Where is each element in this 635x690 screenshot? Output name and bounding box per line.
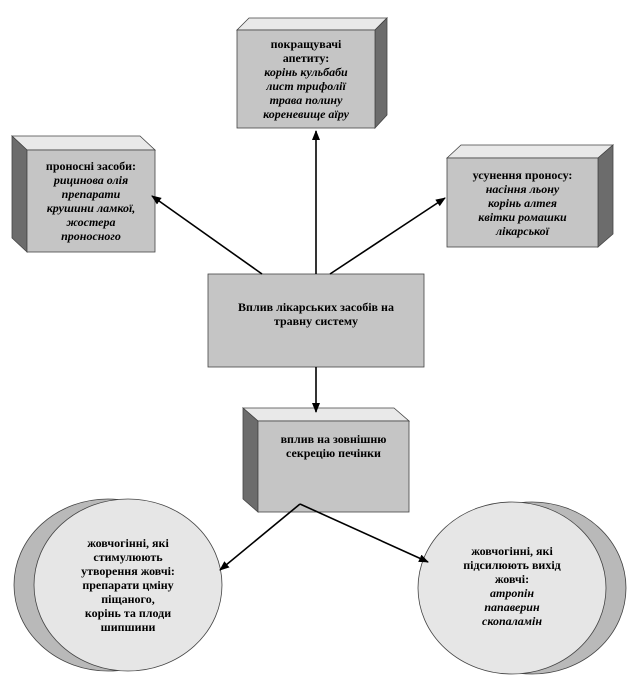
laxatives-box-shape (10, 135, 157, 253)
choleretic-line: жовчогінні, які (87, 536, 169, 550)
laxatives-node: проносні засоби: рицинова олія препарати… (27, 150, 155, 252)
laxatives-item: рицинова олія (53, 173, 129, 187)
cholekinetic-item: скопаламін (482, 614, 542, 628)
cholekinetic-item: папаверин (484, 600, 540, 614)
choleretic-disc-shape (13, 498, 223, 672)
cholekinetic-disc-shape (417, 501, 627, 675)
appetite-title-line1: покращувачі (270, 37, 342, 51)
antidiarrheal-node: усунення проносу: насіння льону корінь а… (447, 158, 598, 247)
appetite-title-line2: апетиту: (282, 51, 330, 65)
laxatives-title: проносні засоби: (45, 159, 137, 173)
antidiarrheal-item: квітки ромашки (478, 209, 567, 224)
antidiarrheal-box-shape (445, 144, 615, 248)
appetite-box-shape (236, 17, 388, 130)
choleretic-line: піщаного, (101, 592, 155, 606)
antidiarrheal-item: насіння льону (485, 181, 560, 196)
arrow-to-cholekinetic (299, 503, 429, 563)
antidiarrheal-title: усунення проносу: (472, 167, 573, 182)
choleretic-line: корінь та плоди (84, 606, 172, 620)
choleretic-line: утворення жовчі: (81, 564, 175, 578)
cholekinetic-item: атропін (489, 586, 534, 600)
cholekinetic-title-line: жовчогінні, які (471, 544, 553, 558)
center-title-line2: травну систему (273, 314, 359, 328)
liver-title-line2: секрецію печінки (286, 446, 381, 460)
choleretic-line: препарати цміну (82, 578, 174, 592)
laxatives-item: крушини ламкої, (46, 201, 136, 215)
choleretic-node: жовчогінні, які стимулюють утворення жов… (60, 525, 196, 645)
arrow-to-laxatives (151, 195, 263, 275)
arrow-to-antidiarrheal (329, 197, 446, 275)
appetite-item: корінь кульбаби (264, 65, 348, 79)
cholekinetic-node: жовчогінні, які підсилюють вихід жовчі: … (446, 530, 578, 642)
antidiarrheal-item: лікарської (495, 223, 550, 238)
arrow-to-choleretic (219, 503, 301, 571)
center-box-shape (207, 273, 425, 368)
center-title-line1: Вплив лікарських засобів на (238, 300, 394, 314)
cholekinetic-title-line: підсилюють вихід (463, 558, 561, 572)
cholekinetic-title-line: жовчі: (494, 572, 530, 586)
choleretic-line: стимулюють (93, 550, 163, 564)
appetite-node: покращувачі апетиту: корінь кульбаби лис… (237, 30, 375, 128)
appetite-item: лист трифолії (266, 79, 346, 93)
appetite-item: трава полину (269, 93, 343, 107)
laxatives-item: проносного (61, 229, 121, 243)
choleretic-line: шипшини (100, 620, 156, 634)
laxatives-item: препарати (61, 187, 121, 201)
liver-title-line1: вплив на зовнішню (280, 432, 387, 446)
center-node: Вплив лікарських засобів на травну систе… (208, 274, 424, 330)
liver-box-shape (241, 407, 411, 513)
antidiarrheal-item: корінь алтея (488, 195, 557, 210)
laxatives-item: жостера (66, 215, 116, 229)
appetite-item: кореневище аїру (263, 107, 349, 121)
liver-node: вплив на зовнішню секрецію печінки (258, 421, 409, 471)
